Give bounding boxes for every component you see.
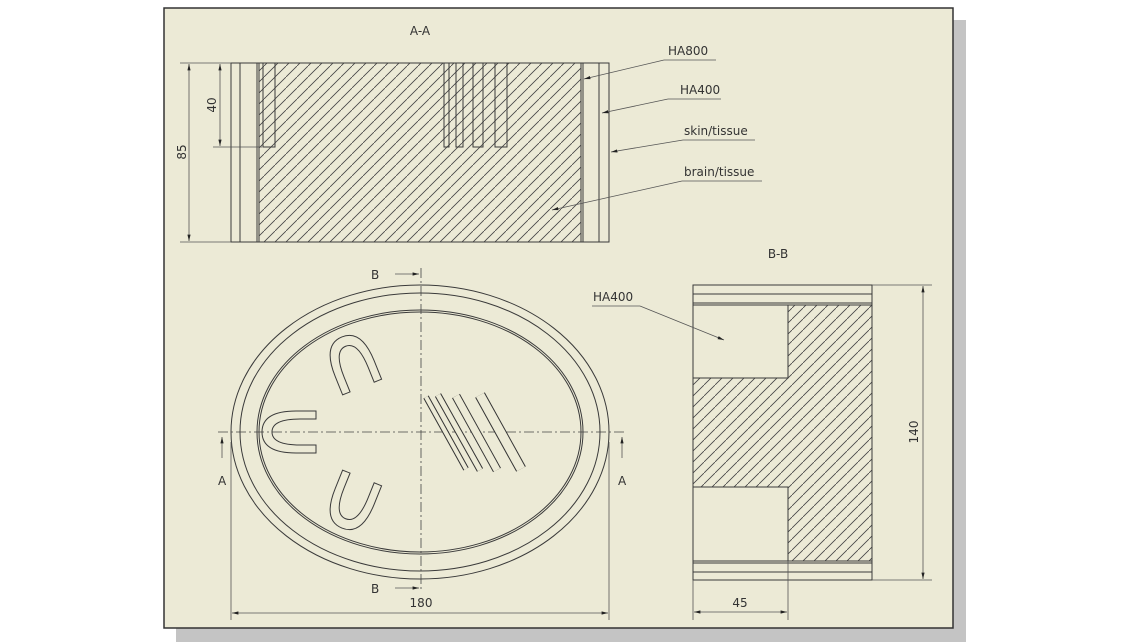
leader-ha800: HA800 (583, 44, 716, 80)
label-ha400-bb: HA400 (593, 290, 633, 304)
ha400-block-bottom-bg (693, 487, 788, 561)
dim-45-text: 45 (732, 596, 747, 610)
dimension-40: 40 (205, 64, 262, 148)
section-marker-b-bottom: B (371, 582, 419, 596)
section-aa-outline (230, 62, 610, 243)
dimension-140: 140 (872, 284, 932, 581)
dim-40-text: 40 (205, 97, 219, 112)
ha400-block-top-bg (693, 305, 788, 378)
dimension-45: 45 (692, 561, 789, 620)
section-bb-outline (692, 284, 873, 581)
section-b-top-label: B (371, 268, 379, 282)
dim-180-text: 180 (410, 596, 433, 610)
section-marker-a-right: A (618, 437, 627, 488)
section-bb-title: B-B (768, 247, 788, 261)
leader-ha400: HA400 (601, 83, 721, 114)
bar-inserts (423, 392, 526, 473)
dim-85-text: 85 (175, 144, 189, 159)
label-skin-tissue: skin/tissue (684, 124, 748, 138)
leader-ha400-bb: HA400 (592, 290, 725, 341)
section-marker-a-left: A (218, 437, 227, 488)
section-b-bottom-label: B (371, 582, 379, 596)
label-brain-tissue: brain/tissue (684, 165, 754, 179)
dimension-180: 180 (230, 442, 610, 620)
section-bb-view: B-B HA400 140 45 (592, 247, 932, 620)
u-insert-bottom (329, 469, 383, 531)
label-ha400: HA400 (680, 83, 720, 97)
brain-tissue-region (259, 63, 581, 242)
section-a-left-label: A (218, 474, 227, 488)
section-marker-b-top: B (371, 268, 419, 282)
u-insert-left (261, 410, 317, 454)
section-aa-view: A-A 85 40 HA800 HA40 (175, 24, 762, 243)
label-ha800: HA800 (668, 44, 708, 58)
dimension-85: 85 (175, 62, 231, 243)
section-a-right-label: A (618, 474, 627, 488)
u-insert-top (329, 334, 383, 396)
plan-view: B B A A 180 (218, 268, 627, 620)
leader-brain-tissue: brain/tissue (551, 165, 762, 211)
section-aa-title: A-A (410, 24, 431, 38)
leader-skin-tissue: skin/tissue (610, 124, 755, 153)
dim-140-text: 140 (907, 421, 921, 444)
